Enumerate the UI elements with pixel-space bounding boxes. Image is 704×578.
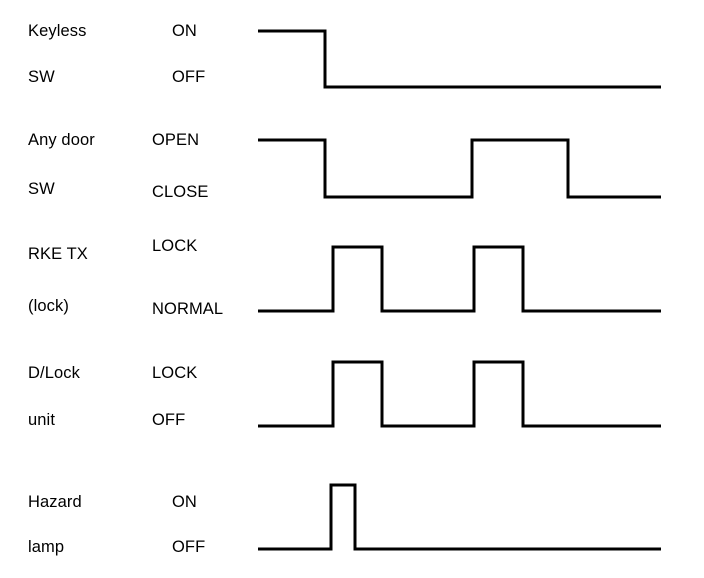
state-label-rke-tx-lock-low: NORMAL bbox=[152, 300, 224, 318]
state-label-keyless-sw-low: OFF bbox=[172, 68, 206, 86]
waveform-rke-tx-lock bbox=[258, 245, 661, 313]
waveform-any-door-sw bbox=[258, 138, 661, 199]
state-label-any-door-sw-high: OPEN bbox=[152, 131, 200, 149]
signal-name-hazard-lamp-line1: Hazard bbox=[28, 493, 82, 511]
signal-name-rke-tx-lock-line1: RKE TX bbox=[28, 245, 88, 263]
state-label-rke-tx-lock-high: LOCK bbox=[152, 237, 198, 255]
signal-name-keyless-sw-line2: SW bbox=[28, 68, 55, 86]
signal-name-hazard-lamp-line2: lamp bbox=[28, 538, 65, 556]
waveform-hazard-lamp bbox=[258, 483, 661, 551]
state-label-keyless-sw-high: ON bbox=[172, 22, 197, 40]
signal-name-any-door-sw-line1: Any door bbox=[28, 131, 95, 149]
state-label-any-door-sw-low: CLOSE bbox=[152, 183, 209, 201]
state-label-hazard-lamp-high: ON bbox=[172, 493, 197, 511]
state-label-d-lock-unit-low: OFF bbox=[152, 411, 186, 429]
signal-name-keyless-sw-line1: Keyless bbox=[28, 22, 87, 40]
waveform-d-lock-unit bbox=[258, 360, 661, 428]
signal-name-d-lock-unit-line2: unit bbox=[28, 411, 56, 429]
waveform-keyless-sw bbox=[258, 29, 661, 89]
state-label-d-lock-unit-high: LOCK bbox=[152, 364, 198, 382]
signal-name-any-door-sw-line2: SW bbox=[28, 180, 55, 198]
signal-name-d-lock-unit-line1: D/Lock bbox=[28, 364, 80, 382]
signal-name-rke-tx-lock-line2: (lock) bbox=[28, 297, 69, 315]
state-label-hazard-lamp-low: OFF bbox=[172, 538, 206, 556]
